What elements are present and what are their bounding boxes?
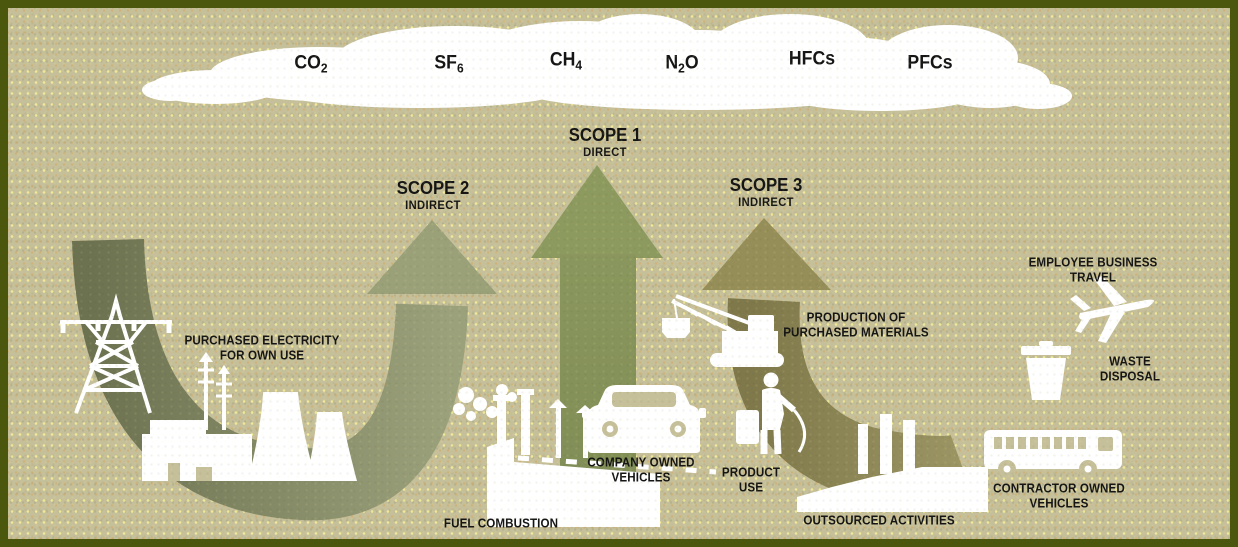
label-waste-disposal: WASTE DISPOSAL [1099,354,1161,383]
label-fuel-combustion: FUEL COMBUSTION [443,516,559,531]
gas-label-sf6: SF6 [434,52,464,76]
power-plant-icon [142,352,357,481]
label-product-use: PRODUCT USE [721,465,781,494]
label-employee-business-travel: EMPLOYEE BUSINESS TRAVEL [1028,255,1158,284]
scope-2-arrow [72,220,497,521]
label-purchased-electricity: PURCHASED ELECTRICITY FOR OWN USE [184,333,340,362]
emissions-cloud-icon [142,14,1072,111]
label-company-owned-vehicles: COMPANY OWNED VEHICLES [587,455,695,484]
product-use-person-icon [736,372,807,455]
transmission-tower-icon [60,293,172,414]
gas-label-hfcs: HFCs [788,48,836,70]
scope-3-label: SCOPE 3 INDIRECT [729,175,803,209]
gas-label-pfcs: PFCs [907,52,953,74]
gas-label-ch4: CH4 [549,49,583,73]
label-contractor-owned-vehicles: CONTRACTOR OWNED VEHICLES [993,481,1125,510]
gas-label-n2o: N2O [665,52,699,76]
scope-1-label: SCOPE 1 DIRECT [568,125,642,159]
company-car-icon [582,385,706,453]
fuel-combustion-factory-icon [453,384,717,527]
label-outsourced-activities: OUTSOURCED ACTIVITIES [803,513,955,528]
outsourced-factory-icon [797,414,988,512]
gas-label-co2: CO2 [294,52,328,76]
airplane-icon [1070,276,1155,343]
waste-bin-icon [1021,341,1071,400]
bus-icon [984,430,1122,478]
crane-icon [662,294,784,367]
label-production-of-purchased-materials: PRODUCTION OF PURCHASED MATERIALS [783,310,929,339]
scope-2-label: SCOPE 2 INDIRECT [396,178,470,212]
